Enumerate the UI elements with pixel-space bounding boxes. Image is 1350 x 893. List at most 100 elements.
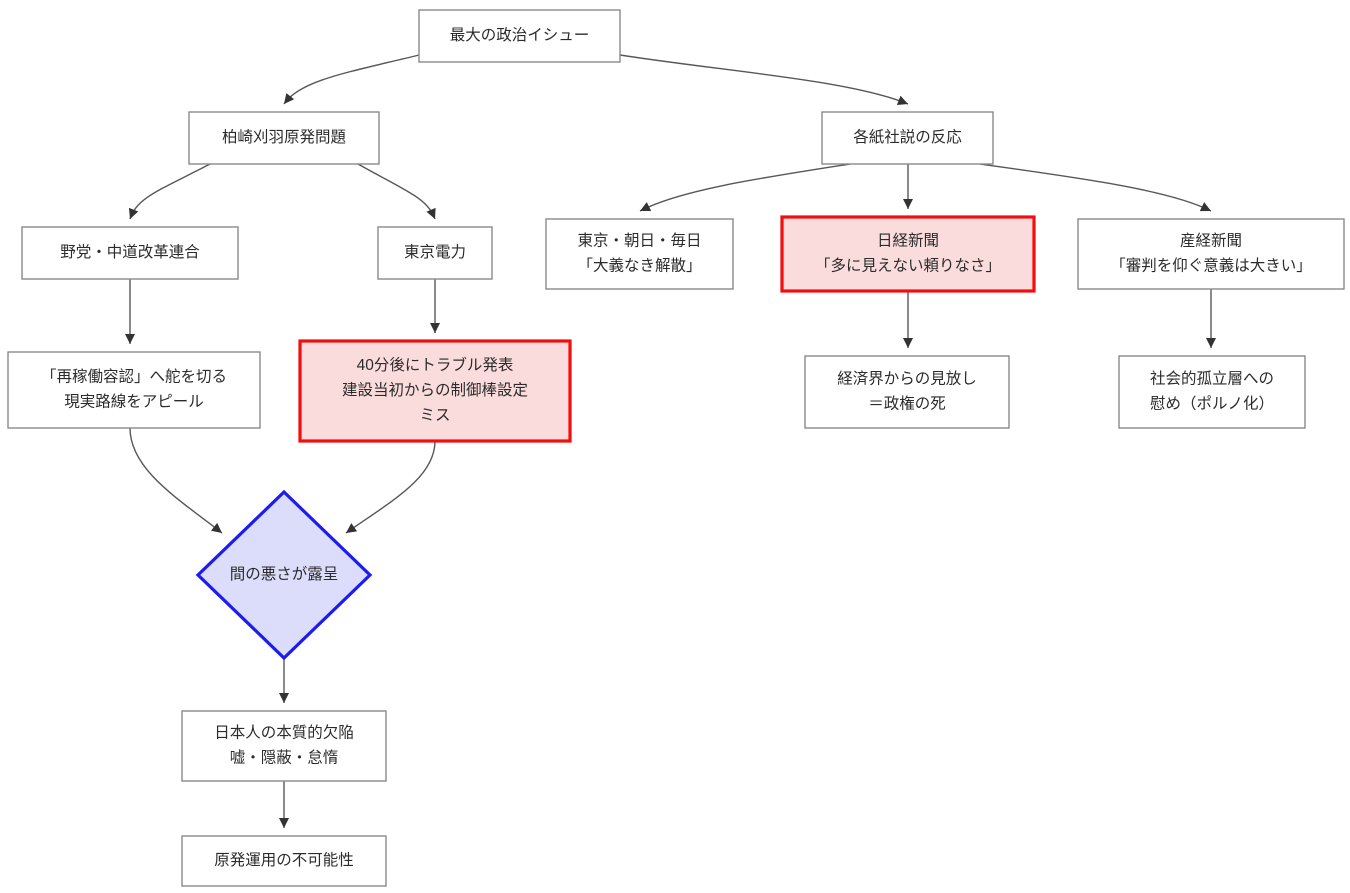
node-label: 社会的孤立層への慰め（ポルノ化）: [1150, 370, 1274, 413]
node-shape-rect[interactable]: [821, 111, 994, 165]
edge-editorials-to-sankei: [979, 163, 1212, 212]
node-opposition[interactable]: 野党・中道改革連合: [21, 226, 239, 280]
node-label-line: 日経新聞: [877, 232, 939, 250]
edge-line: [619, 54, 909, 105]
node-restart-approval[interactable]: 「再稼働容認」へ舵を切る現実路線をアピール: [7, 351, 261, 429]
node-label-line: 慰め（ポルノ化）: [1150, 394, 1274, 413]
edge-kashiwazaki-to-opposition: [128, 163, 211, 220]
node-label: 東京・朝日・毎日「大義なき解散」: [577, 232, 701, 275]
edge-root-to-editorials: [619, 54, 909, 106]
node-label: 経済界からの見放し ＝政権の死: [837, 370, 977, 413]
node-editorials[interactable]: 各紙社説の反応: [821, 111, 994, 165]
edge-restart-approval-to-bad-timing: [129, 427, 223, 534]
node-tokyo-asahi-mainichi[interactable]: 東京・朝日・毎日「大義なき解散」: [545, 218, 734, 290]
edge-line: [639, 163, 851, 212]
node-shape-rect[interactable]: [21, 226, 239, 280]
edge-root-to-kashiwazaki: [283, 54, 420, 105]
node-label-line: 最大の政治イシュー: [450, 26, 590, 44]
node-label-line: 「大義なき解散」: [577, 257, 701, 275]
node-shape-rect[interactable]: [1077, 218, 1345, 290]
edge-arrowhead-icon: [426, 207, 436, 219]
node-trouble-report[interactable]: 40分後にトラブル発表建設当初からの制御棒設定ミス: [298, 339, 572, 443]
node-shape-rect[interactable]: [181, 835, 387, 887]
node-label-line: 各紙社説の反応: [853, 128, 962, 146]
node-nikkei[interactable]: 日経新聞「多に見えない頼りなさ」: [780, 215, 1036, 293]
edge-arrowhead-icon: [640, 202, 652, 212]
node-shape-rect[interactable]: [298, 339, 572, 443]
node-root[interactable]: 最大の政治イシュー: [418, 9, 621, 63]
edge-arrowhead-icon: [346, 523, 358, 533]
edge-kashiwazaki-to-tepco: [357, 163, 436, 220]
node-label-line: 間の悪さが露呈: [230, 565, 339, 583]
node-label-line: 野党・中道改革連合: [60, 243, 200, 261]
node-label-line: ＝政権の死: [868, 395, 946, 413]
edge-arrowhead-icon: [279, 693, 289, 703]
node-shape-rect[interactable]: [780, 215, 1036, 293]
node-label: 40分後にトラブル発表建設当初からの制御棒設定ミス: [342, 355, 528, 424]
edge-arrowhead-icon: [896, 95, 908, 106]
edge-line: [979, 163, 1212, 212]
edge-line: [345, 440, 436, 534]
node-tepco[interactable]: 東京電力: [377, 226, 493, 280]
node-japanese-flaw[interactable]: 日本人の本質的欠陥嘘・隠蔽・怠惰: [181, 710, 387, 782]
node-label-line: 社会的孤立層への: [1150, 370, 1274, 388]
node-label: 各紙社説の反応: [853, 128, 962, 146]
edge-tepco-to-trouble-report: [430, 279, 440, 333]
node-abandoned-by-business[interactable]: 経済界からの見放し ＝政権の死: [804, 355, 1010, 429]
node-label-line: 日本人の本質的欠陥: [214, 724, 354, 742]
node-label-line: 「多に見えない頼りなさ」: [815, 257, 1001, 275]
node-label: 原発運用の不可能性: [214, 851, 354, 869]
node-shape-rect[interactable]: [7, 351, 261, 429]
node-shape-rect[interactable]: [804, 355, 1010, 429]
node-label: 日経新聞「多に見えない頼りなさ」: [815, 232, 1001, 275]
node-kashiwazaki[interactable]: 柏崎刈羽原発問題: [188, 111, 380, 165]
node-label-line: 経済界からの見放し: [837, 370, 977, 388]
node-label: 「再稼働容認」へ舵を切る現実路線をアピール: [41, 368, 227, 411]
node-shape-rect[interactable]: [188, 111, 380, 165]
node-label: 最大の政治イシュー: [450, 26, 590, 44]
edge-arrowhead-icon: [128, 207, 139, 219]
node-sankei[interactable]: 産経新聞「審判を仰ぐ意義は大きい」: [1077, 218, 1345, 290]
edge-arrowhead-icon: [211, 522, 222, 533]
edge-arrowhead-icon: [284, 93, 295, 104]
edge-arrowhead-icon: [1206, 338, 1216, 348]
node-shape-rect[interactable]: [377, 226, 493, 280]
node-shape-diamond[interactable]: [195, 489, 373, 661]
node-label: 間の悪さが露呈: [230, 565, 339, 583]
edge-japanese-flaw-to-impossibility: [279, 781, 289, 828]
node-label: 日本人の本質的欠陥嘘・隠蔽・怠惰: [214, 724, 354, 767]
edge-editorials-to-nikkei: [903, 164, 913, 209]
node-shape-rect[interactable]: [1118, 355, 1306, 429]
edge-line: [129, 163, 211, 220]
edges-layer: [125, 54, 1216, 828]
node-label: 産経新聞「審判を仰ぐ意義は大きい」: [1110, 232, 1312, 275]
edge-arrowhead-icon: [279, 818, 289, 828]
edge-line: [357, 163, 436, 220]
node-label-line: 「再稼働容認」へ舵を切る: [41, 368, 227, 386]
edge-editorials-to-tokyo-asahi-mainichi: [639, 163, 851, 212]
node-shape-rect[interactable]: [545, 218, 734, 290]
edge-arrowhead-icon: [1199, 202, 1211, 212]
node-label-line: 東京・朝日・毎日: [577, 232, 701, 250]
edge-arrowhead-icon: [125, 334, 135, 344]
node-shape-rect[interactable]: [418, 9, 621, 63]
edge-line: [283, 54, 420, 105]
edge-trouble-report-to-bad-timing: [345, 440, 436, 534]
node-impossibility[interactable]: 原発運用の不可能性: [181, 835, 387, 887]
node-shape-rect[interactable]: [181, 710, 387, 782]
node-label-line: ミス: [419, 407, 450, 424]
node-label-line: 建設当初からの制御棒設定: [342, 381, 528, 399]
node-label: 東京電力: [404, 243, 466, 261]
node-label-line: 原発運用の不可能性: [214, 851, 354, 869]
edge-nikkei-to-abandoned-by-business: [903, 291, 913, 348]
edge-arrowhead-icon: [430, 323, 440, 333]
edge-arrowhead-icon: [903, 199, 913, 209]
node-social-isolation[interactable]: 社会的孤立層への慰め（ポルノ化）: [1118, 355, 1306, 429]
node-label-line: 柏崎刈羽原発問題: [222, 128, 346, 146]
node-label: 柏崎刈羽原発問題: [222, 128, 346, 146]
node-bad-timing[interactable]: 間の悪さが露呈: [195, 489, 373, 661]
edge-arrowhead-icon: [903, 338, 913, 348]
